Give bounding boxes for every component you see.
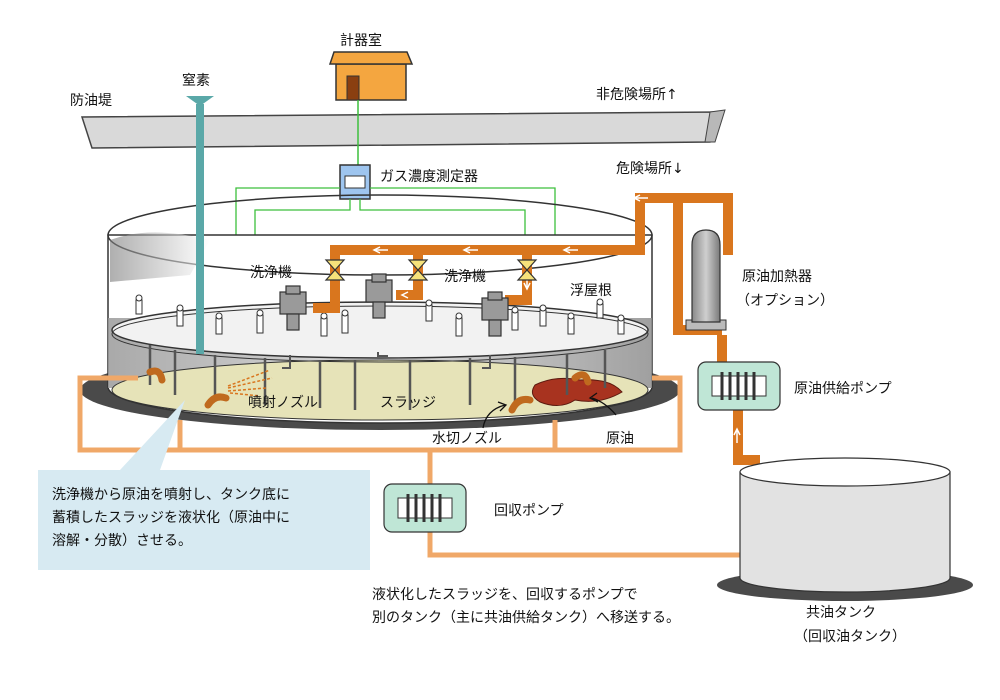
non-hazard-area-label: 非危険場所↑ bbox=[596, 87, 678, 103]
drain-nozzle-label: 水切ノズル bbox=[432, 431, 502, 447]
washer-units bbox=[279, 273, 509, 337]
roof-support-legs bbox=[148, 345, 607, 410]
washer-label-2: 洗浄機 bbox=[444, 269, 486, 285]
jet-spray bbox=[227, 369, 273, 397]
gas-meter bbox=[339, 164, 371, 200]
jet-nozzle-label: 噴射ノズル bbox=[248, 395, 318, 411]
nitrogen-pipe bbox=[186, 96, 214, 354]
recovery-pump-label: 回収ポンプ bbox=[494, 503, 564, 519]
supply-pump bbox=[697, 361, 781, 411]
heater-label-2: （オプション） bbox=[736, 293, 834, 309]
sludge-label: スラッジ bbox=[380, 395, 436, 411]
hazard-area-label: 危険場所↓ bbox=[616, 161, 684, 177]
heater-label-1: 原油加熱器 bbox=[742, 269, 812, 285]
roof-vent-posts bbox=[135, 294, 625, 337]
oil-dike-label: 防油堤 bbox=[70, 93, 112, 109]
callout-box bbox=[38, 470, 370, 570]
gas-meter-label: ガス濃度測定器 bbox=[380, 169, 478, 185]
oil-dike bbox=[80, 109, 726, 149]
instrument-room bbox=[328, 51, 414, 101]
crude-heater bbox=[685, 229, 727, 331]
callout-tail bbox=[120, 400, 185, 470]
recovery-pump bbox=[383, 483, 467, 533]
roof-drains bbox=[282, 352, 491, 369]
floating-roof-label: 浮屋根 bbox=[570, 283, 612, 299]
nozzles bbox=[146, 367, 592, 414]
pointer-arrows bbox=[482, 392, 617, 429]
valves bbox=[324, 259, 538, 281]
supply-pump-label: 原油供給ポンプ bbox=[794, 381, 892, 397]
washer-label-1: 洗浄機 bbox=[250, 265, 292, 281]
transfer-note: 液状化したスラッジを、回収するポンプで 別のタンク（主に共油供給タンク）へ移送す… bbox=[372, 587, 680, 626]
shared-tank-label-1: 共油タンク bbox=[806, 605, 876, 621]
crude-oil-label: 原油 bbox=[606, 431, 634, 447]
nitrogen-label: 窒素 bbox=[182, 73, 210, 89]
shared-tank-label-2: （回収油タンク） bbox=[794, 629, 906, 645]
instrument-room-label: 計器室 bbox=[340, 33, 382, 49]
shared-tank bbox=[717, 457, 973, 601]
callout-text: 洗浄機から原油を噴射し、タンク底に 蓄積したスラッジを液状化（原油中に 溶解・分… bbox=[52, 487, 290, 549]
